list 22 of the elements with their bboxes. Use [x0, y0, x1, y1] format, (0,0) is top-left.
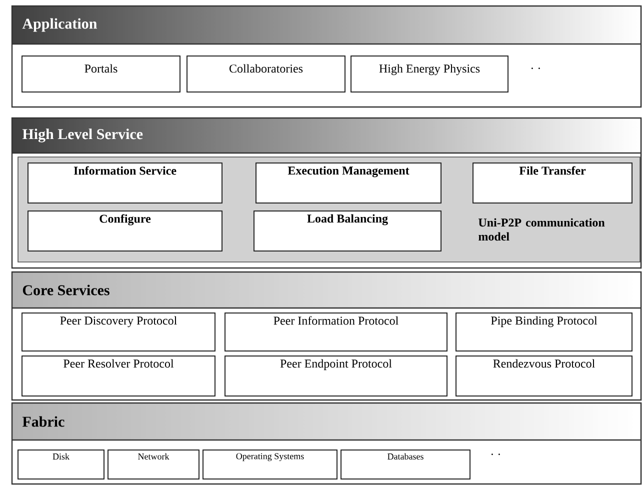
node-label: High Level Service [22, 128, 143, 142]
component-box: Databases [340, 450, 470, 480]
ellipsis: · · [532, 68, 540, 70]
component-box: Peer Endpoint Protocol [224, 356, 448, 396]
component-box: Collaboratories [186, 56, 346, 92]
component-box: Peer Information Protocol [224, 312, 448, 352]
component-box: Network [108, 450, 200, 480]
component-box: Operating Systems [202, 450, 338, 480]
component-box: Peer Discovery Protocol [22, 312, 216, 352]
component-box: High Energy Physics [350, 56, 508, 92]
component-box: Information Service [28, 162, 222, 204]
component-box: Execution Management [256, 162, 442, 204]
component-box: Pipe Binding Protocol [456, 312, 632, 352]
ellipsis: · · [492, 454, 500, 456]
component-box: Peer Resolver Protocol [22, 356, 216, 396]
component-box: Configure [28, 210, 222, 252]
component-box: File Transfer [472, 162, 632, 204]
component-box: Portals [22, 56, 180, 92]
model-note: Uni-P2P communication model [478, 218, 605, 241]
component-box: Rendezvous Protocol [456, 356, 632, 396]
component-box: Disk [18, 450, 104, 480]
component-box: Load Balancing [254, 210, 442, 252]
